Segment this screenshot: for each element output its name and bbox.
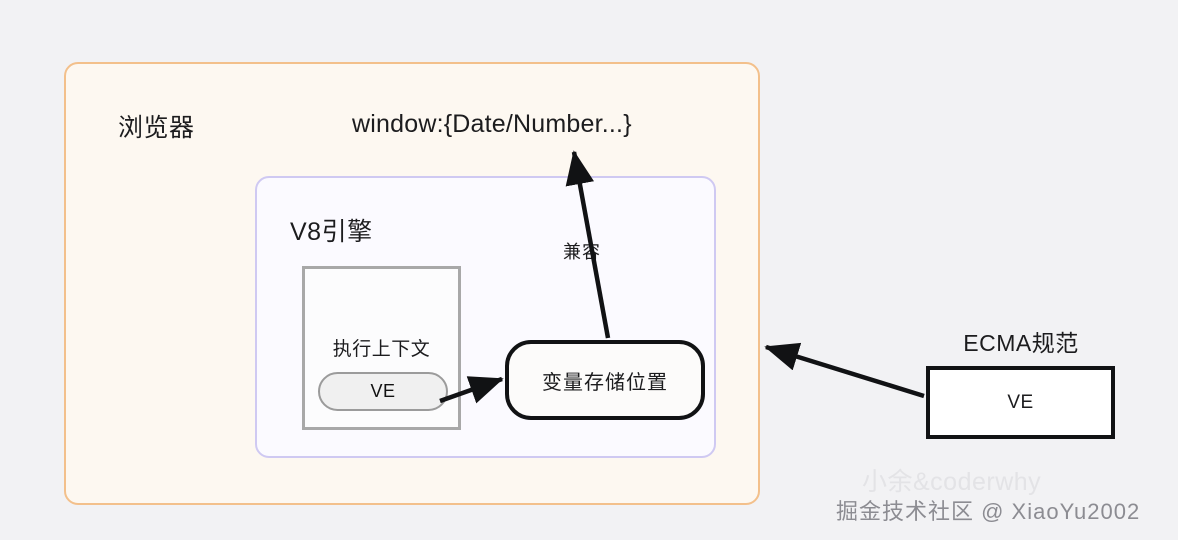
watermark-faint: 小余&coderwhy	[862, 468, 1042, 496]
variable-storage-box: 变量存储位置	[505, 340, 705, 420]
watermark-main: 掘金技术社区 @ XiaoYu2002	[836, 499, 1141, 524]
v8-engine-label: V8引擎	[290, 218, 373, 246]
compat-arrow-label: 兼容	[563, 242, 601, 262]
ecma-ve-box: VE	[926, 366, 1115, 439]
browser-label: 浏览器	[118, 114, 195, 142]
window-global-object-label: window:{Date/Number...}	[352, 110, 632, 138]
arrow-ecma-to-browser	[764, 342, 925, 399]
execution-context-label: 执行上下文	[332, 339, 431, 360]
ve-pill-execution-context: VE	[318, 372, 448, 411]
ecma-spec-label: ECMA规范	[963, 330, 1079, 356]
